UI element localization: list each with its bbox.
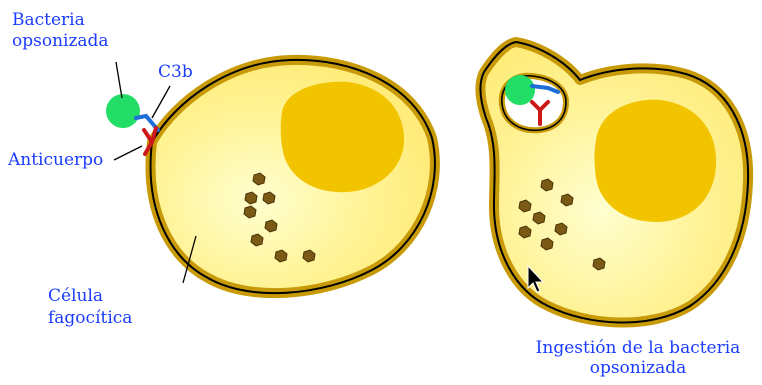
nucleus-right [595,100,717,222]
label-c3b: C3b [158,62,193,82]
nucleus-left [281,82,404,192]
opsonized-bacterium-left [106,94,158,154]
phagocytic-cell-right [480,42,748,323]
label-celula-line1: Célula [48,286,103,306]
label-ingestion-line2: opsonizada [520,358,756,378]
bacterium-left [106,94,140,128]
label-anticuerpo: Anticuerpo [8,150,103,170]
label-ingestion-line1: Ingestión de la bacteria [520,338,756,358]
label-bacteria-line1: Bacteria [12,10,85,30]
label-bacteria-line2: opsonizada [12,31,109,51]
bacterium-right [505,75,535,105]
label-celula-line2: fagocítica [48,308,132,328]
phagocytic-cell-left [151,60,435,293]
